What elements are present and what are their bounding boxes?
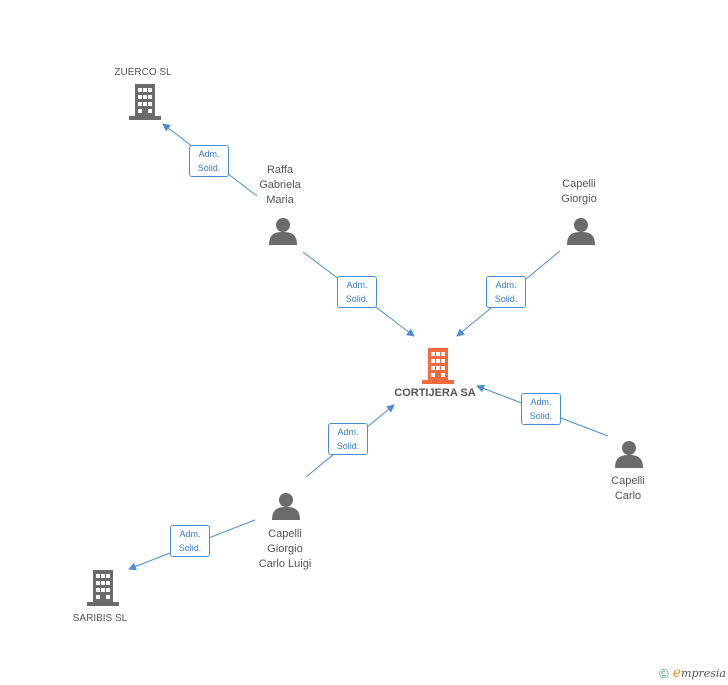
edge-badge-line2: Solid. xyxy=(494,294,518,304)
node-label-zuerco[interactable]: ZUERCO SL xyxy=(114,67,172,78)
edge-badge[interactable]: Adm. Solid. xyxy=(189,145,229,177)
person-icon[interactable] xyxy=(269,217,297,250)
edge-badge[interactable]: Adm. Solid. xyxy=(486,276,526,308)
edge-badge-line2: Solid. xyxy=(529,411,553,421)
person-icon[interactable] xyxy=(567,217,595,250)
edge-badge-line1: Adm. xyxy=(346,280,368,290)
node-label-capelli-gcl[interactable]: Capelli Giorgio Carlo Luigi xyxy=(258,528,312,570)
edge-badge[interactable]: Adm. Solid. xyxy=(328,423,368,455)
edge-badge-line1: Adm. xyxy=(179,529,201,539)
edge-badge-line2: Solid. xyxy=(345,294,369,304)
building-icon[interactable] xyxy=(422,348,454,389)
edge-badge[interactable]: Adm. Solid. xyxy=(337,276,377,308)
edge-badge-line1: Adm. xyxy=(198,149,220,159)
edge-badge-line2: Solid. xyxy=(336,441,360,451)
edge-badge-line2: Solid. xyxy=(178,543,202,553)
edge-badge-line1: Adm. xyxy=(337,427,359,437)
edge-badge[interactable]: Adm. Solid. xyxy=(521,393,561,425)
node-label-raffa[interactable]: Raffa Gabriela Maria xyxy=(259,164,301,206)
node-label-capelli-carlo[interactable]: Capelli Carlo xyxy=(611,475,645,502)
person-icon[interactable] xyxy=(615,440,643,473)
edge-badge-line1: Adm. xyxy=(530,397,552,407)
edge-badge-line1: Adm. xyxy=(495,280,517,290)
brand-logo[interactable]: empresia xyxy=(672,665,726,681)
node-label-saribis[interactable]: SARIBIS SL xyxy=(72,613,128,624)
building-icon[interactable] xyxy=(87,570,119,611)
edge-badge-line2: Solid. xyxy=(197,163,221,173)
building-icon[interactable] xyxy=(129,84,161,125)
footer-credit: © empresia xyxy=(659,665,726,681)
node-label-cortijera[interactable]: CORTIJERA SA xyxy=(394,387,476,399)
person-icon[interactable] xyxy=(272,492,300,525)
copyright-icon: © xyxy=(659,665,669,681)
node-label-capelli-giorgio[interactable]: Capelli Giorgio xyxy=(561,178,597,205)
edge-badge[interactable]: Adm. Solid. xyxy=(170,525,210,557)
